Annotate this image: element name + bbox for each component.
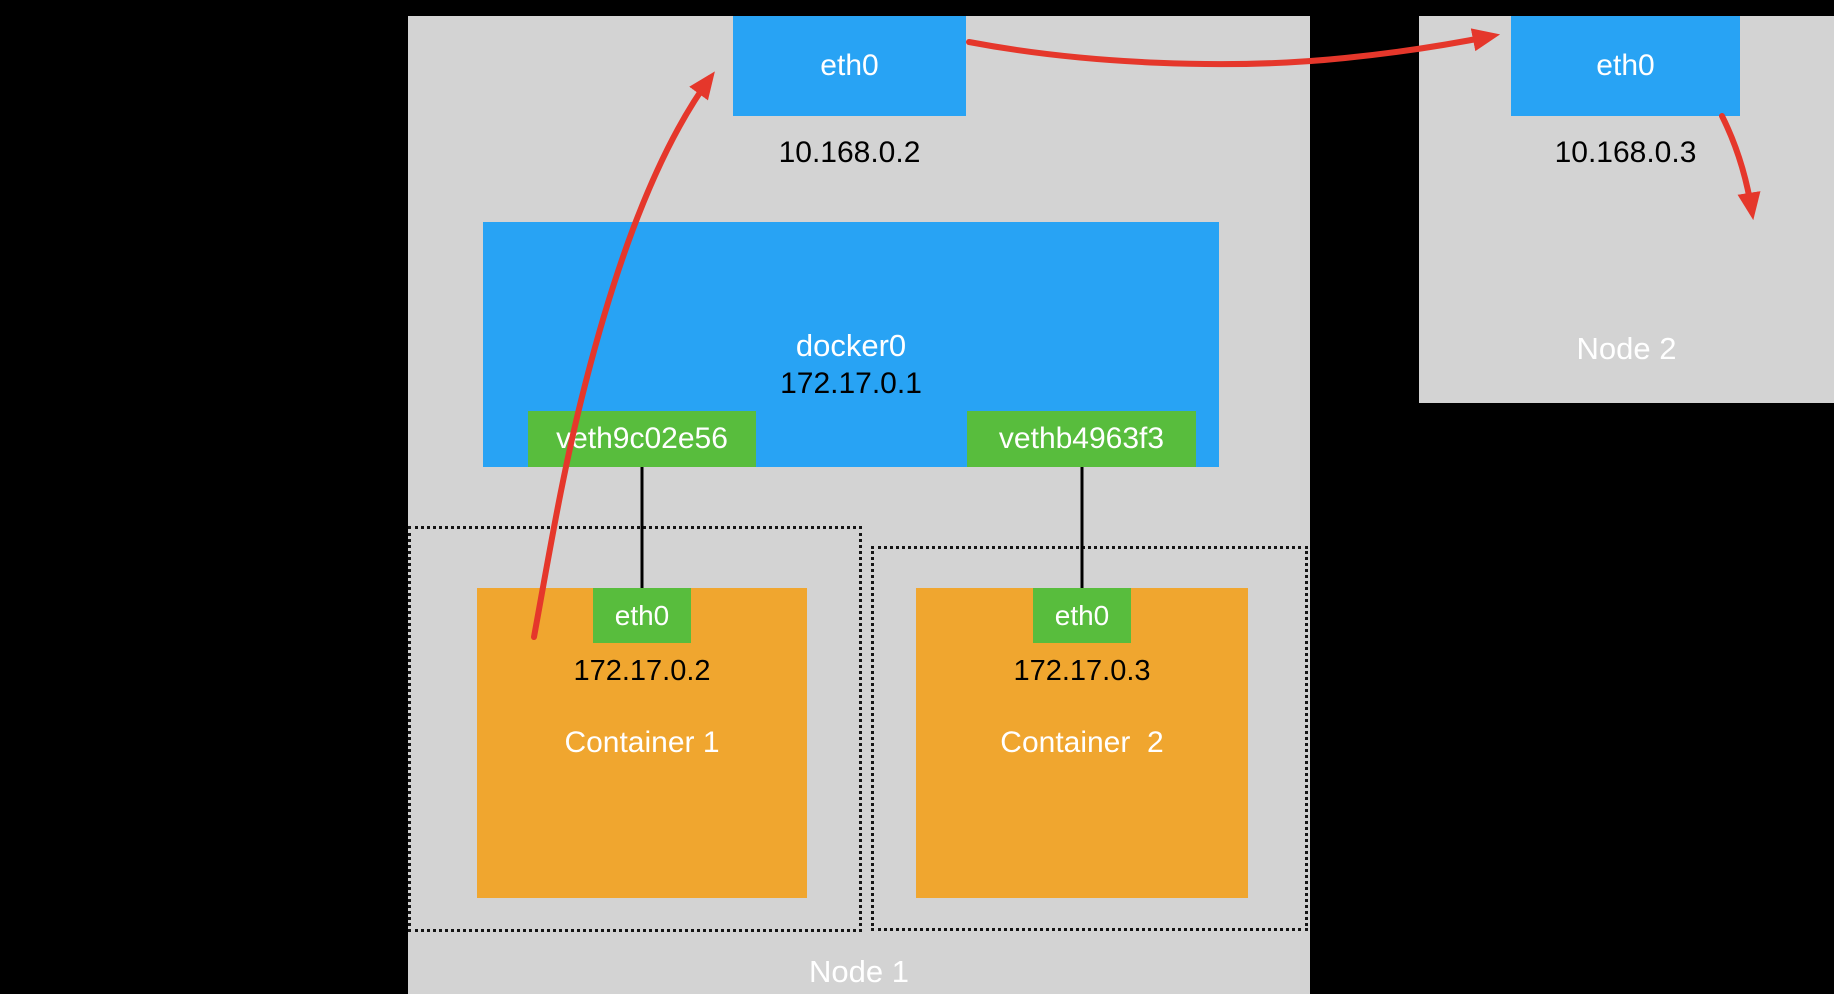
node2-eth0-ip: 10.168.0.3: [1554, 136, 1697, 169]
container2-box: eth0 172.17.0.3 Container 2: [916, 588, 1248, 898]
veth9c02e56-interface: veth9c02e56: [528, 411, 756, 467]
vethb4963f3-label: vethb4963f3: [998, 422, 1165, 455]
container1-box: eth0 172.17.0.2 Container 1: [477, 588, 807, 898]
node1-label: Node 1: [809, 954, 909, 989]
container1-ip: 172.17.0.2: [573, 655, 711, 687]
container2-eth0-label: eth0: [1054, 599, 1110, 631]
node1-eth0-label: eth0: [820, 49, 879, 82]
node2-label: Node 2: [1576, 331, 1677, 366]
veth9c02e56-label: veth9c02e56: [556, 422, 728, 455]
container1-eth0-interface: eth0: [593, 588, 691, 643]
netns-boundary-container2: [871, 546, 1308, 931]
node2-eth0-interface: eth0: [1511, 16, 1740, 116]
node2-eth0-label: eth0: [1596, 49, 1655, 82]
node1-eth0-interface: eth0: [733, 16, 966, 116]
container2-eth0-interface: eth0: [1033, 588, 1131, 643]
container1-label: Container 1: [564, 726, 720, 759]
docker0-ip: 172.17.0.1: [780, 367, 922, 400]
container2-label: Container 2: [1000, 726, 1164, 759]
container2-ip: 172.17.0.3: [1013, 655, 1151, 687]
container1-eth0-label: eth0: [614, 599, 670, 631]
docker0-label: docker0: [795, 328, 907, 363]
node1-eth0-ip: 10.168.0.2: [778, 136, 921, 169]
vethb4963f3-interface: vethb4963f3: [967, 411, 1196, 467]
